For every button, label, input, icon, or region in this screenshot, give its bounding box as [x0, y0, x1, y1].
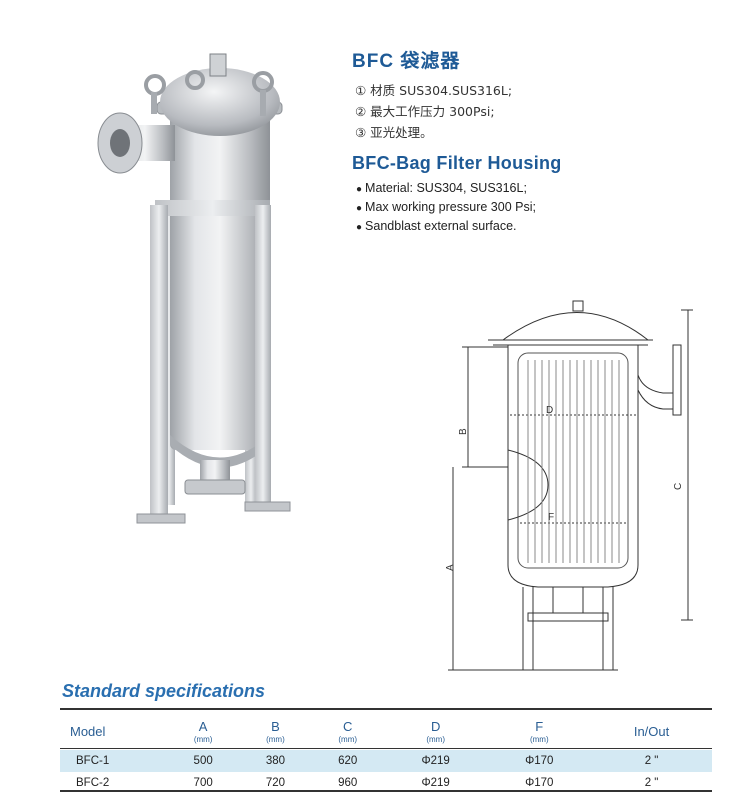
- foot-left: [136, 513, 186, 524]
- spec-cn-item: ② 最大工作压力 300Psi;: [355, 104, 495, 119]
- eyebolt-left: [144, 74, 166, 96]
- leg-front-left: [150, 205, 168, 520]
- product-title-cn: BFC 袋滤器: [352, 46, 460, 73]
- spec-cn-item: ① 材质 SUS304.SUS316L;: [355, 83, 513, 98]
- header-c: C(mm): [338, 718, 358, 744]
- cell-b: 380: [239, 750, 312, 772]
- drawing-lid: [502, 312, 649, 341]
- cell-f: Φ170: [525, 777, 554, 789]
- cell-model: BFC-2: [76, 777, 110, 789]
- foot-right: [244, 501, 291, 512]
- product-title-en: BFC-Bag Filter Housing: [352, 153, 562, 173]
- table-row: BFC-1 500 380 620 Φ219 Φ170 2 ": [60, 750, 712, 772]
- header-b: B(mm): [266, 718, 285, 744]
- eyebolt-far: [185, 70, 205, 90]
- table-header-row: Model A(mm) B(mm) C(mm) D(mm) F(mm) In/O…: [60, 712, 712, 750]
- dim-label-c: C: [673, 483, 684, 490]
- cell-d: Φ219: [421, 777, 450, 789]
- bullet-icon: ●: [356, 184, 363, 195]
- table-header-rule: [60, 748, 712, 749]
- spec-en-text: Max working pressure 300 Psi;: [365, 200, 536, 214]
- dim-label-a: A: [445, 564, 456, 571]
- header-model: Model: [70, 723, 106, 739]
- header-d: D(mm): [426, 718, 445, 744]
- cell-b: 720: [265, 777, 286, 789]
- leg-front-right: [255, 205, 271, 505]
- cell-a: 700: [193, 777, 213, 789]
- dim-label-f: F: [548, 512, 554, 523]
- title-prefix: BFC: [352, 51, 395, 72]
- bullet-icon: ●: [356, 203, 363, 214]
- vent-valve: [209, 53, 227, 77]
- cell-f: Φ170: [487, 750, 592, 772]
- cell-a: 500: [167, 750, 240, 772]
- drawing-basket: [517, 352, 629, 569]
- spec-en-text: Sandblast external surface.: [365, 219, 517, 233]
- header-a: A(mm): [193, 718, 213, 744]
- spec-en-text: Material: SUS304, SUS316L;: [365, 181, 527, 195]
- spec-table-title: Standard specifications: [62, 681, 266, 701]
- cell-c: 960: [338, 777, 358, 789]
- table-top-rule: [60, 708, 712, 710]
- dim-label-d: D: [546, 405, 553, 416]
- spec-table: Model A(mm) B(mm) C(mm) D(mm) F(mm) In/O…: [60, 712, 712, 794]
- spec-cn-item: ③ 亚光处理。: [355, 125, 433, 140]
- cell-inout: 2 ": [591, 750, 712, 772]
- spec-en-item: ●Max working pressure 300 Psi;: [356, 200, 536, 214]
- table-bottom-rule: [60, 790, 712, 792]
- housing-bottom: [170, 435, 270, 468]
- spec-en-item: ●Material: SUS304, SUS316L;: [356, 181, 527, 195]
- spec-en-item: ●Sandblast external surface.: [356, 219, 517, 233]
- support-ring: [155, 200, 270, 216]
- cell-inout: 2 ": [644, 777, 659, 789]
- product-photo: [97, 53, 291, 524]
- cell-model: BFC-1: [60, 750, 167, 772]
- table-row: BFC-2 700 720 960 Φ219 Φ170 2 ": [60, 772, 712, 794]
- header-inout: In/Out: [633, 723, 670, 739]
- housing-body: [170, 110, 270, 450]
- title-cn-text: 袋滤器: [400, 50, 461, 72]
- dim-label-b: B: [458, 428, 469, 435]
- cell-d: Φ219: [383, 750, 488, 772]
- bullet-icon: ●: [356, 222, 363, 233]
- drain-flange: [184, 479, 246, 495]
- header-f: F(mm): [529, 718, 549, 744]
- cell-c: 620: [311, 750, 384, 772]
- technical-drawing: D F C B A: [445, 300, 693, 671]
